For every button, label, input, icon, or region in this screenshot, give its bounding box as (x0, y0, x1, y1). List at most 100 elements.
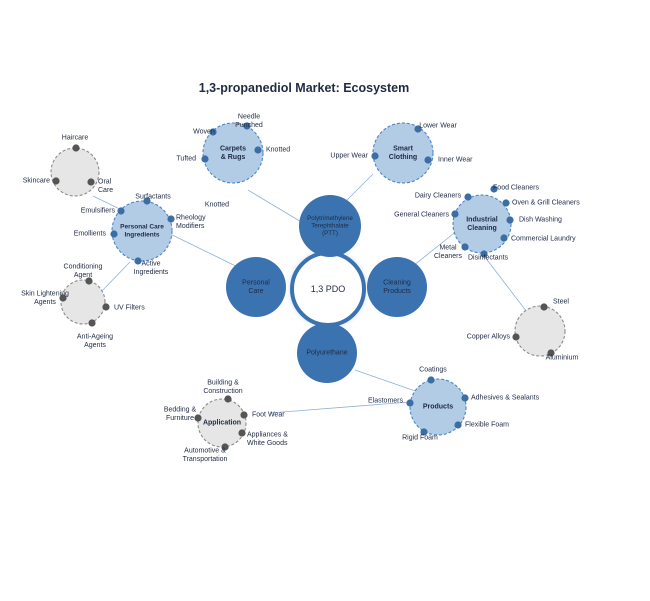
label-application-automotive-line-1: Automotive & (184, 447, 226, 454)
label-products-adhesives: Adhesives & Sealants (471, 395, 540, 402)
dot-pci-rheology (167, 215, 175, 223)
dot-pci-emollients (110, 230, 118, 238)
label-skin-lightening-line-1: Skin Lightening (21, 290, 69, 297)
dot-products-coatings (427, 376, 435, 384)
dot-haircare-skincare (52, 177, 60, 185)
label-clothing-inner: Inner Wear (438, 157, 473, 164)
cluster-label-carpets-line-2: & Rugs (221, 154, 246, 161)
cluster-pci (111, 200, 173, 262)
dot-industrial-commercial (500, 234, 508, 242)
dot-industrial-disinfectants (480, 250, 488, 258)
label-skin-conditioning-line-1: Conditioning (64, 263, 103, 270)
dot-application-footwear (240, 411, 248, 419)
label-skin-antiageing-line-1: Anti-Ageing (77, 333, 113, 340)
hub-label-polyurethane: Polyurethane (306, 350, 347, 357)
label-application-bedding-line-1: Bedding & (164, 406, 197, 413)
label-metals-copper: Copper Alloys (467, 334, 511, 341)
label-pci-emulsifiers: Emulsifiers (81, 208, 116, 215)
dot-products-adhesives (461, 394, 469, 402)
dot-industrial-food (490, 185, 498, 193)
label-knotted-secondary: Knotted (205, 202, 229, 209)
label-pci-rheology-line-1: Rheology (176, 214, 206, 221)
cluster-label-carpets-line-1: Carpets (220, 145, 246, 152)
label-pci-active-line-1: Active (141, 260, 160, 267)
label-application-building-line-1: Building & (207, 379, 239, 386)
dot-carpets-needle (243, 122, 251, 130)
hub-ptt (299, 195, 361, 257)
label-haircare-skincare: Skincare (23, 178, 50, 185)
label-clothing-upper: Upper Wear (330, 153, 368, 160)
hub-label-personal-care-line-1: Personal (242, 279, 270, 286)
label-haircare-haircare: Haircare (62, 135, 89, 142)
dot-industrial-dairy (464, 193, 472, 201)
label-industrial-dish: Dish Washing (519, 217, 562, 224)
label-application-appliances-line-2: White Goods (247, 440, 288, 447)
cluster-products (409, 378, 467, 436)
label-skin-lightening-line-2: Agents (34, 299, 56, 306)
dot-clothing-upper (371, 152, 379, 160)
hub-label-cleaning-products-line-1: Cleaning (383, 279, 411, 286)
label-pci-active-line-2: Ingredients (134, 269, 169, 276)
dot-skin-conditioning (85, 277, 93, 285)
hub-label-personal-care-line-2: Care (248, 288, 263, 295)
dot-application-bedding (194, 414, 202, 422)
label-haircare-oral-line-2: Care (98, 187, 113, 194)
label-industrial-general: General Cleaners (394, 212, 449, 219)
connector-polyurethane-products (354, 369, 419, 393)
hub-personal-care (226, 257, 286, 317)
label-carpets-knotted: Knotted (266, 147, 290, 154)
label-clothing-lower: Lower Wear (419, 123, 457, 130)
dot-products-foam_flex (454, 421, 462, 429)
label-application-footwear: Foot Wear (252, 412, 285, 419)
connector-clothing-ptt (341, 173, 374, 206)
label-pci-emollients: Emollients (74, 231, 107, 238)
cluster-label-application: Application (203, 420, 241, 427)
label-haircare-oral-line-1: Oral (98, 178, 112, 185)
cluster-label-industrial-line-2: Cleaning (467, 225, 497, 232)
cluster-label-pci-line-2: Ingredients (124, 232, 159, 239)
label-carpets-woven: Woven (193, 129, 215, 136)
dot-skin-lightening (59, 294, 67, 302)
label-application-building-line-2: Construction (203, 388, 242, 395)
label-industrial-dairy: Dairy Cleaners (415, 193, 462, 200)
label-industrial-disinfectants: Disinfectants (468, 255, 509, 262)
cluster-carpets (202, 122, 264, 184)
dot-skin-antiageing (88, 319, 96, 327)
label-application-bedding-line-2: Furniture (166, 415, 194, 422)
dot-skin-uv (102, 303, 110, 311)
dot-carpets-woven (209, 128, 217, 136)
hub-label-ptt-line-3: (PTT) (322, 230, 338, 237)
dot-metals-aluminium (547, 349, 555, 357)
label-pci-rheology-line-2: Modifiers (176, 223, 205, 230)
label-products-foam_flex: Flexible Foam (465, 422, 509, 429)
dot-pci-surfactants (143, 197, 151, 205)
connector-pci-skin (99, 261, 131, 294)
label-products-elastomers: Elastomers (368, 398, 404, 405)
label-metals-steel: Steel (553, 299, 569, 306)
dot-haircare-oral (87, 178, 95, 186)
connector-pci-personal-care (161, 229, 249, 273)
cluster-label-pci-line-1: Personal Care (120, 224, 164, 231)
label-carpets-needle-line-2: Punched (235, 122, 263, 129)
label-industrial-metal-line-1: Metal (439, 244, 457, 251)
dot-products-elastomers (406, 399, 414, 407)
cluster-clothing (372, 122, 434, 184)
cluster-label-clothing-line-1: Smart (393, 145, 414, 152)
label-skin-conditioning-line-2: Agent (74, 272, 92, 279)
dot-carpets-tufted (201, 155, 209, 163)
cluster-label-industrial-line-1: Industrial (466, 216, 498, 223)
dot-metals-copper (512, 333, 520, 341)
dot-industrial-oven (502, 199, 510, 207)
center-label: 1,3 PDO (311, 284, 346, 294)
dot-clothing-inner (424, 156, 432, 164)
label-carpets-needle-line-1: Needle (238, 113, 260, 120)
label-skin-uv: UV Filters (114, 305, 145, 312)
page-title: 1,3-propanediol Market: Ecosystem (199, 81, 409, 95)
cluster-skin (60, 279, 106, 325)
dot-industrial-general (451, 210, 459, 218)
dot-pci-active (134, 257, 142, 265)
dot-application-appliances (238, 429, 246, 437)
connector-industrial-metals (477, 247, 531, 317)
